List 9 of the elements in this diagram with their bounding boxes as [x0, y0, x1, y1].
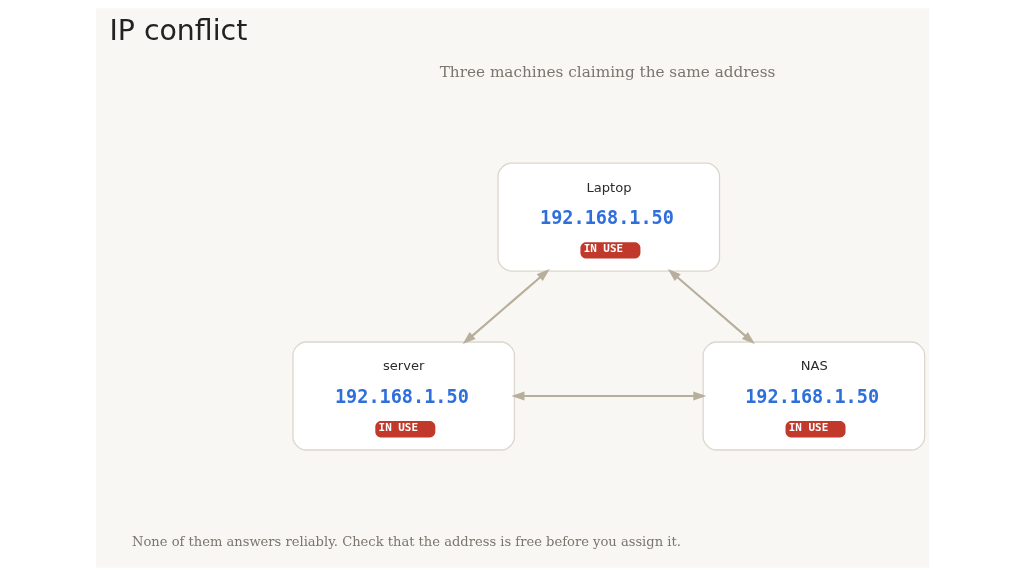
arrow [667, 269, 755, 345]
node-box: server 192.168.1.50 IN USE [291, 341, 515, 451]
node-box: NAS 192.168.1.50 IN USE [702, 341, 925, 451]
arrow [510, 391, 706, 401]
diagram-title: IP conflict [108, 13, 247, 47]
label: Three machines claiming the same address [439, 62, 775, 81]
arrow [462, 269, 550, 345]
label: None of them answers reliably. Check that the address is free before you assign it. [131, 534, 681, 550]
node-box: Laptop 192.168.1.50 IN USE [496, 162, 720, 272]
